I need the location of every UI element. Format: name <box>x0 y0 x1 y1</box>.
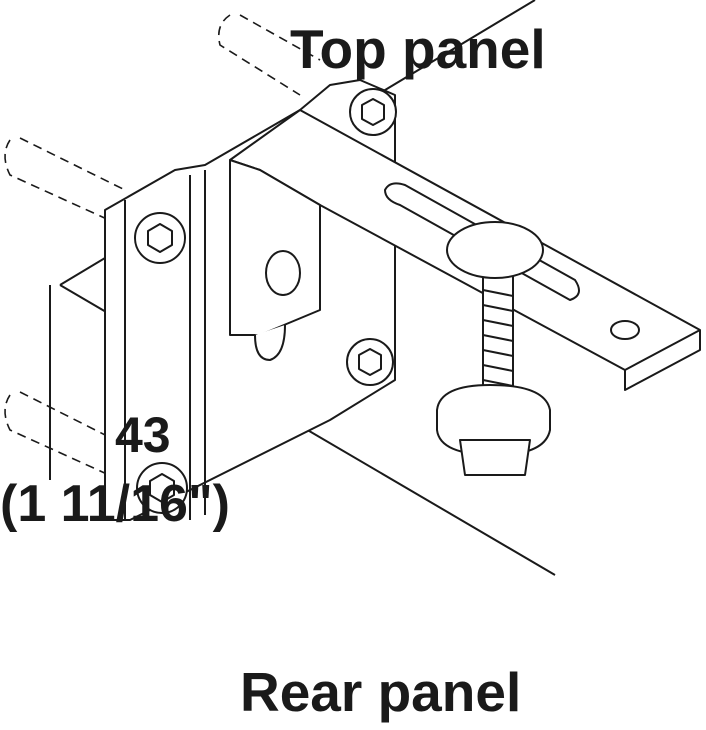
rear-panel-label: Rear panel <box>240 661 522 723</box>
slot-hole <box>254 324 286 361</box>
nut <box>459 439 531 476</box>
dimension-mm-label: 43 <box>115 407 171 463</box>
plate-hole <box>265 250 301 296</box>
top-panel-label: Top panel <box>290 18 546 80</box>
arm-bend <box>229 159 321 336</box>
arm-hole <box>610 320 640 340</box>
dowels <box>4 14 321 481</box>
screws <box>134 88 397 514</box>
bolt-head <box>446 221 544 279</box>
dimension-inch-label: (1 11/16") <box>0 475 230 533</box>
